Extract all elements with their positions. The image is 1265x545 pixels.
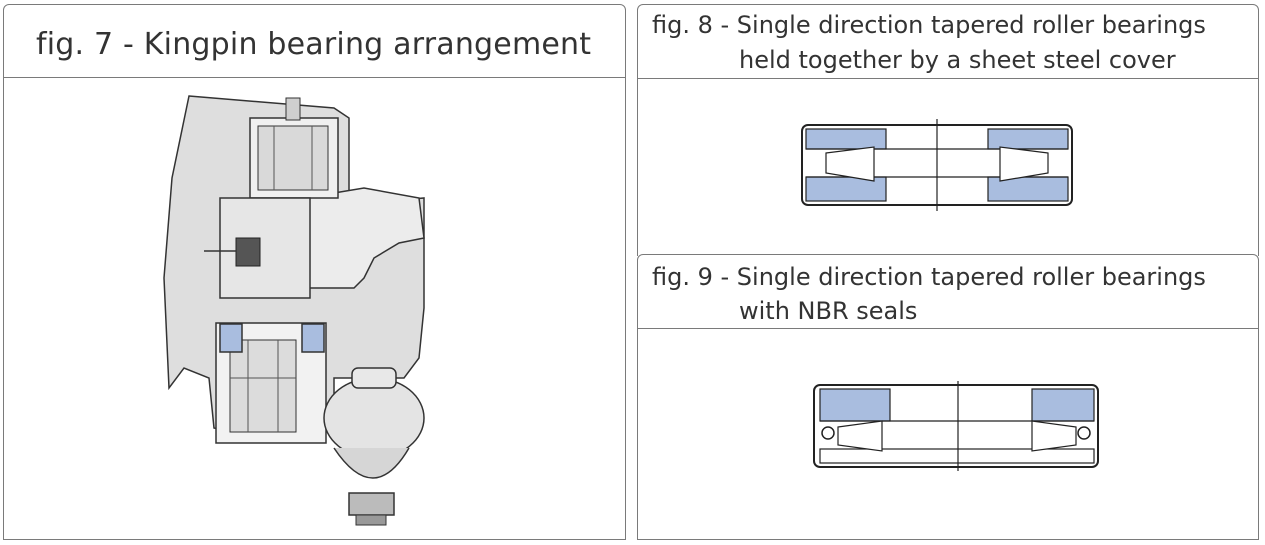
thrust-bearing-left <box>219 323 243 353</box>
fig8-title-line1: fig. 8 - Single direction tapered roller… <box>652 11 1206 39</box>
tapered-roller-right <box>1031 420 1077 452</box>
locking-pin <box>235 237 261 267</box>
fig8-panel <box>637 78 1259 256</box>
thrust-bearing-right <box>301 323 325 353</box>
tapered-roller-left <box>837 420 883 452</box>
kingpin-shaft <box>219 197 311 299</box>
fig8-title-box: fig. 8 - Single direction tapered roller… <box>637 4 1259 79</box>
fig7-title-box: fig. 7 - Kingpin bearing arrangement <box>3 4 626 78</box>
washer-top-left <box>819 388 891 422</box>
fig7-panel <box>3 77 626 540</box>
fig9-panel <box>637 328 1259 540</box>
fig9-title-line1: fig. 9 - Single direction tapered roller… <box>652 263 1206 291</box>
washer-top-left <box>805 128 887 150</box>
grease-nipple-top <box>285 97 301 121</box>
ball-joint <box>323 377 425 459</box>
fig8-bearing-cross-section <box>801 119 1073 211</box>
fig9-title-line2: with NBR seals <box>739 297 918 325</box>
tapered-roller-right <box>999 146 1049 182</box>
steering-arm <box>303 187 425 289</box>
fig8-title-line2: held together by a sheet steel cover <box>739 46 1176 74</box>
tapered-roller-left <box>825 146 875 182</box>
upper-bearing-rollers <box>257 125 329 191</box>
ball-joint-cap <box>351 367 397 389</box>
lower-bearing-rollers <box>229 339 297 433</box>
fig9-bearing-cross-section <box>813 381 1099 471</box>
washer-top-right <box>987 128 1069 150</box>
nbr-seal-left <box>821 426 835 440</box>
washer-top-right <box>1031 388 1095 422</box>
castle-nut <box>348 492 395 516</box>
nbr-seal-right <box>1077 426 1091 440</box>
fig7-title: fig. 7 - Kingpin bearing arrangement <box>36 27 592 62</box>
shaft-washer <box>819 448 1095 464</box>
kingpin-bearing-illustration <box>163 95 425 526</box>
fig9-title-box: fig. 9 - Single direction tapered roller… <box>637 254 1259 329</box>
